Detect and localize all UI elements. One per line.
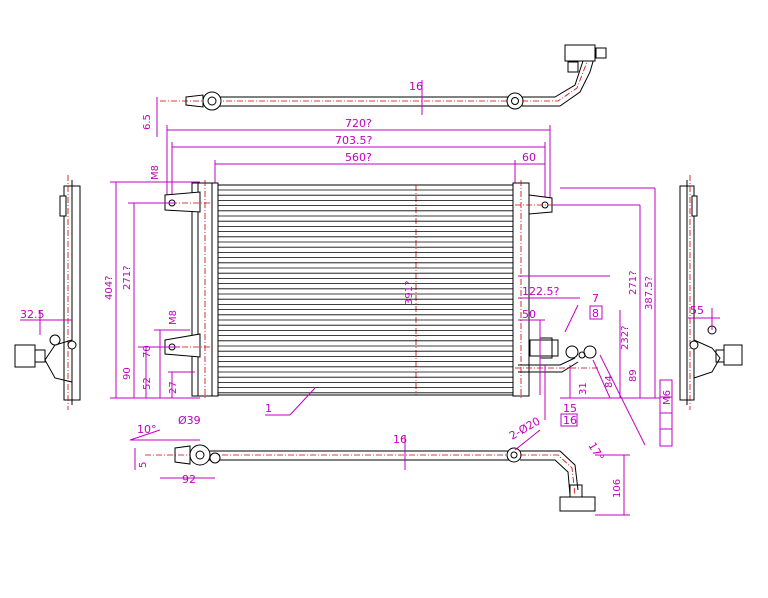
angle-10-label: 10° (137, 423, 157, 436)
width-703-label: 703.5? (335, 134, 372, 147)
dim-106-label: 106 (612, 479, 623, 498)
angle-17-label: 17° (585, 440, 606, 463)
right-dimension-lines (518, 187, 660, 446)
left-height-dimension-lines (110, 181, 200, 399)
right-stack-dims (659, 379, 673, 447)
core-height-label: 391? (404, 281, 415, 305)
dim-55-label: 55 (690, 304, 704, 317)
dia-39-label: Ø39 (178, 414, 201, 427)
right-height-271-label: 271? (628, 271, 639, 295)
bolt-top-label: M8 (150, 165, 161, 180)
dim-31-label: 31 (578, 382, 589, 395)
width-dimension-lines (166, 125, 551, 200)
top-pipe-view (156, 44, 607, 137)
dim-232-label: 232? (620, 326, 631, 350)
part-leader (265, 387, 316, 416)
dim-60-label: 60 (522, 151, 536, 164)
dim-84-label: 84 (604, 375, 615, 388)
right-side-view (679, 175, 743, 410)
dim-92-label: 92 (182, 473, 196, 486)
condenser-core (191, 180, 530, 400)
dim-8-label: 8 (592, 307, 599, 320)
right-fitting (515, 337, 600, 373)
bolt-bottom-label: M8 (168, 310, 179, 325)
dia-20-label: 2-Ø20 (507, 415, 543, 443)
core-width-label: 560? (345, 151, 372, 164)
dim-89-label: 89 (628, 369, 639, 382)
right-stack-label: M6 (662, 390, 673, 405)
dim-15-label: 15 (563, 402, 577, 415)
height-387-5-label: 387.5? (644, 276, 655, 310)
dim-52-label: 52 (142, 377, 153, 390)
left-height-271-label: 271? (122, 266, 133, 290)
dim-5-label: 5 (138, 462, 149, 468)
bottom-pipe-view (129, 429, 630, 516)
dim-7-label: 7 (592, 292, 599, 305)
bottom-pipe-dia-label: 16 (393, 433, 407, 446)
dim-122-5-label: 122.5? (522, 285, 559, 298)
dim-27-label: 27 (168, 381, 179, 394)
top-pipe-dia-label: 16 (409, 80, 423, 93)
core-fins (218, 189, 513, 394)
dim-90-label: 90 (122, 367, 133, 380)
overall-width-label: 720? (345, 117, 372, 130)
dim-32-5-label: 32.5 (20, 308, 45, 321)
left-bottom-bracket (160, 333, 210, 358)
part-number-label: 1 (265, 402, 272, 415)
offset-label: 6.5 (142, 114, 153, 130)
dim-50-label: 50 (522, 308, 536, 321)
overall-height-label: 404? (104, 276, 115, 300)
left-side-view (14, 175, 81, 410)
dim-70-label: 70 (142, 345, 153, 358)
dim-16-small-label: 16 (563, 414, 577, 427)
